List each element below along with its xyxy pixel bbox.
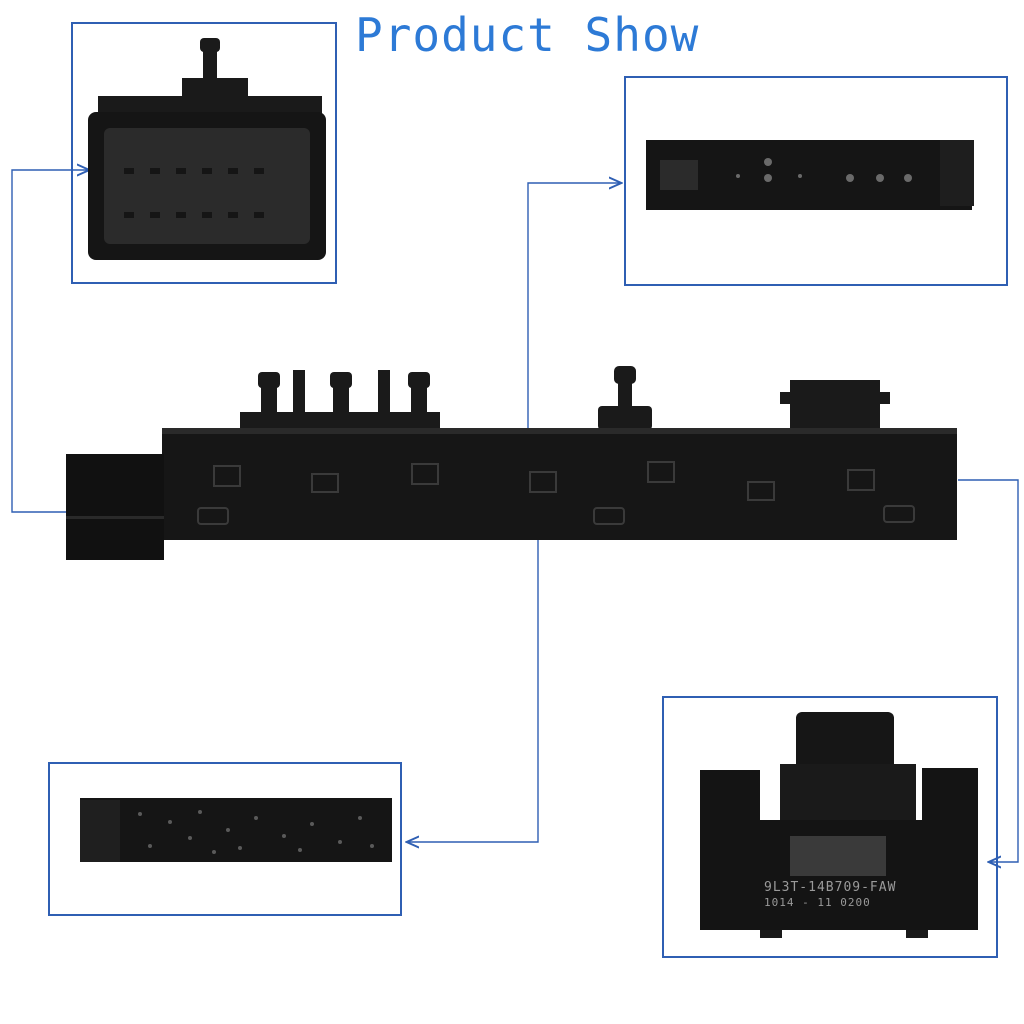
- connector-front-view: [88, 38, 326, 260]
- page-title: Product Show: [355, 8, 700, 62]
- part-number-stamp: 9L3T-14B709-FAW: [764, 880, 897, 895]
- date-code-stamp: 1014 - 11 0200: [764, 896, 871, 909]
- connector-line-bottom: [408, 536, 539, 842]
- connector-lines: [11, 170, 1019, 862]
- connector-line-right: [958, 479, 1019, 862]
- top-view: [646, 140, 974, 210]
- bottom-view: [80, 798, 392, 862]
- connector-line-top: [527, 183, 620, 428]
- end-view: [700, 712, 978, 938]
- connector-line-left: [11, 170, 88, 513]
- main-module: [66, 366, 957, 560]
